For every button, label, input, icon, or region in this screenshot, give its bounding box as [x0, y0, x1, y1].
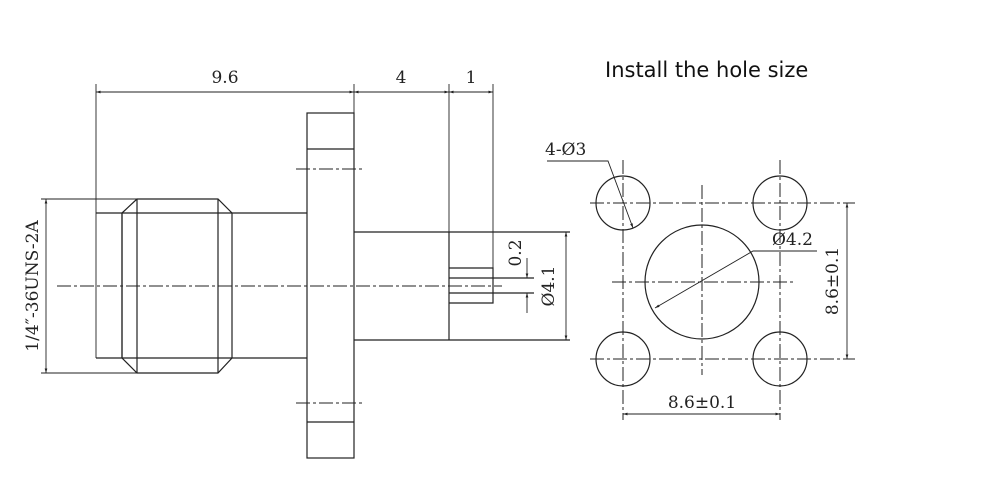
dim-horizontal-spacing: 8.6±0.1 [668, 393, 736, 413]
dim-rear-length: 4 [396, 68, 407, 88]
dim-center-hole: Ø4.2 [772, 230, 813, 250]
dim-pin-length: 1 [466, 68, 477, 88]
dim-mount-holes: 4-Ø3 [545, 140, 586, 160]
dim-thread: 1/4″-36UNS-2A [23, 220, 43, 352]
hex-nut [121, 198, 233, 374]
mounting-hole-pattern: 8.6±0.1 8.6±0.1 4-Ø3 Ø4.2 [545, 140, 855, 420]
dim-rear-diameter: Ø4.1 [539, 266, 559, 307]
drawing-title: Install the hole size [605, 58, 808, 82]
dim-pin-offset: 0.2 [506, 239, 526, 266]
connector-side-view: 9.6 4 1 1/4″-36UNS-2A [23, 68, 570, 459]
dim-body-length: 9.6 [211, 68, 238, 88]
dim-vertical-spacing: 8.6±0.1 [823, 247, 843, 315]
contact-pin [449, 267, 494, 304]
